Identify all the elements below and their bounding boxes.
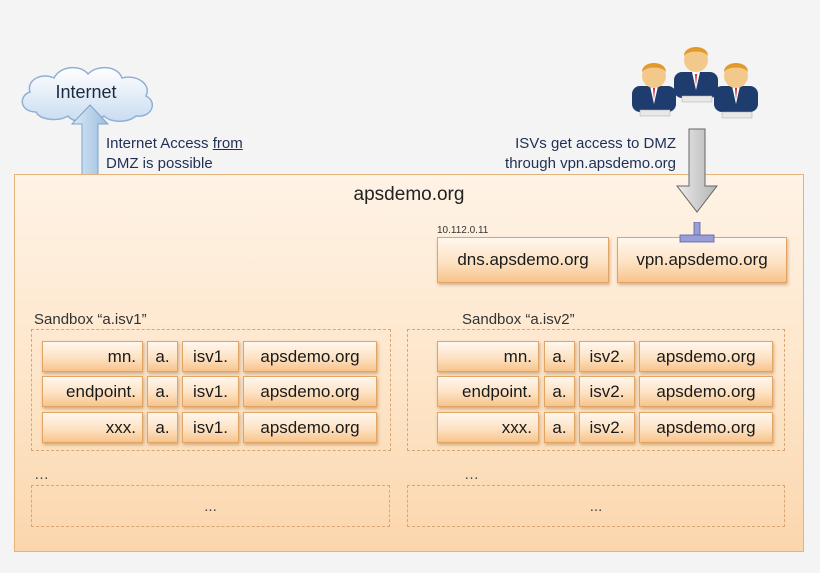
user-figure [714, 63, 758, 112]
sb1-row1-host: mn. [42, 341, 143, 372]
sb2-row3-isv: isv2. [579, 412, 635, 443]
sandbox-2-title: Sandbox “a.isv2” [462, 311, 575, 328]
sb1-row3-host: xxx. [42, 412, 143, 443]
internet-note-text: Internet Access [106, 135, 213, 152]
sb1-row3-domain: apsdemo.org [243, 412, 377, 443]
internet-access-note: Internet Access from DMZ is possible [106, 134, 306, 174]
sandbox-1-frame [31, 329, 391, 451]
sb2-row3-host: xxx. [437, 412, 539, 443]
sb2-row1-isv: isv2. [579, 341, 635, 372]
sb1-row2-domain: apsdemo.org [243, 376, 377, 407]
dns-server-box: dns.apsdemo.org [437, 237, 609, 283]
isv-note-line2: through vpn.apsdemo.org [505, 155, 676, 172]
more-sandboxes-ellipsis-left: … [34, 466, 49, 483]
sb2-row2-isv: isv2. [579, 376, 635, 407]
isv-access-note: ISVs get access to DMZ through vpn.apsde… [448, 134, 676, 174]
internet-note-from: from [212, 135, 243, 152]
sb2-row3-a: a. [544, 412, 575, 443]
user-figure [632, 63, 676, 112]
sandbox-1-title: Sandbox “a.isv1” [34, 311, 147, 328]
dmz-title: apsdemo.org [353, 184, 465, 205]
sb1-row1-isv: isv1. [182, 341, 239, 372]
sb1-row2-host: endpoint. [42, 376, 143, 407]
isv-note-line1: ISVs get access to DMZ [515, 135, 676, 152]
sb2-row2-host: endpoint. [437, 376, 539, 407]
sb1-row3-isv: isv1. [182, 412, 239, 443]
sb1-row2-isv: isv1. [182, 376, 239, 407]
more-sandbox-frame-left: ... [31, 485, 390, 527]
sb1-row1-a: a. [147, 341, 178, 372]
sb2-row3-domain: apsdemo.org [639, 412, 773, 443]
more-sandboxes-ellipsis-right: … [464, 466, 479, 483]
down-arrow-icon [675, 128, 719, 213]
sb1-row1-domain: apsdemo.org [243, 341, 377, 372]
internet-label: Internet [55, 82, 117, 102]
sb1-row3-a: a. [147, 412, 178, 443]
user-figure [674, 47, 718, 98]
sandbox-2-frame [407, 329, 785, 451]
sb1-row2-a: a. [147, 376, 178, 407]
dns-ip-label: 10.112.0.11 [437, 225, 489, 236]
vpn-server-box: vpn.apsdemo.org [617, 237, 787, 283]
more-sandbox-frame-right: ... [407, 485, 785, 527]
sb2-row1-domain: apsdemo.org [639, 341, 773, 372]
sb2-row2-a: a. [544, 376, 575, 407]
internet-note-line2: DMZ is possible [106, 155, 213, 172]
sb2-row1-host: mn. [437, 341, 539, 372]
network-connector-icon [679, 222, 715, 243]
sb2-row2-domain: apsdemo.org [639, 376, 773, 407]
sb2-row1-a: a. [544, 341, 575, 372]
users-group-icon [632, 47, 758, 119]
